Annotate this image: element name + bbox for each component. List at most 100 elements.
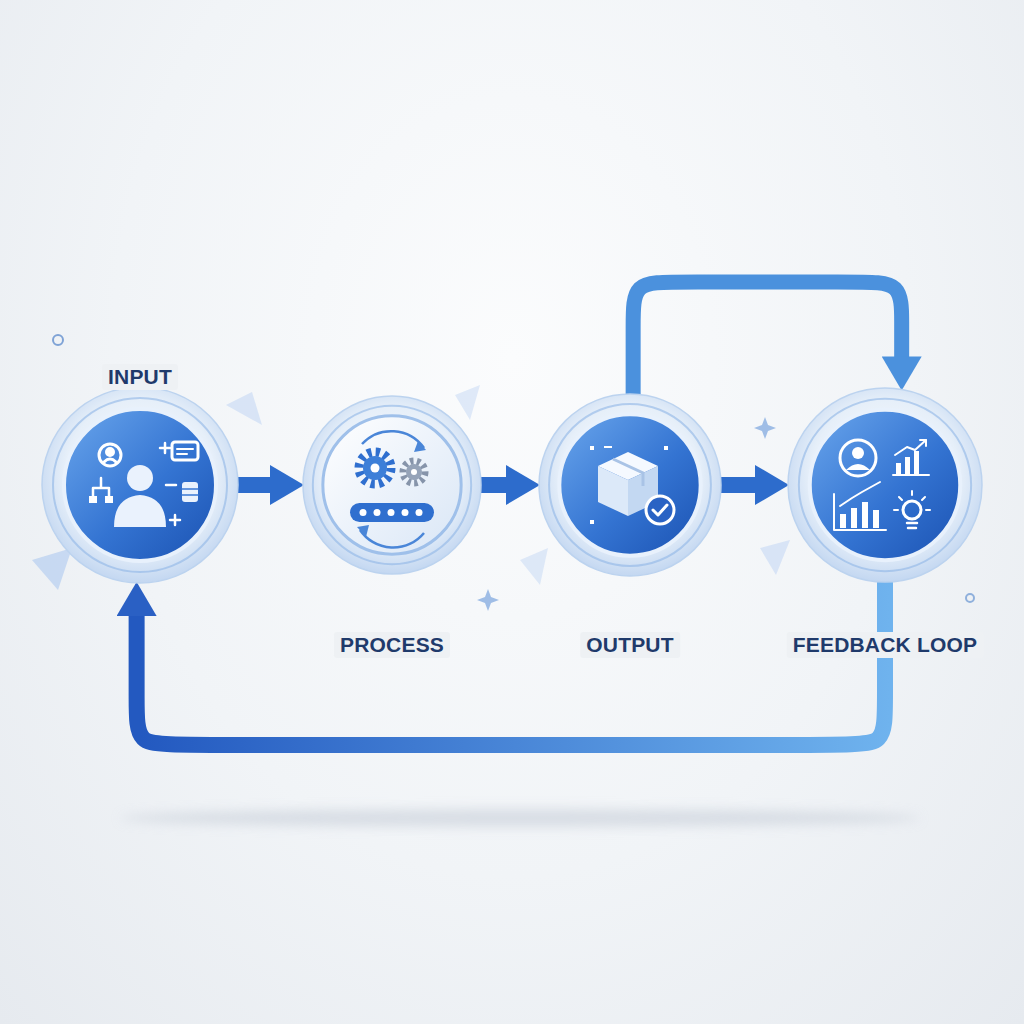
sparkles-part bbox=[477, 589, 499, 611]
circle-outline bbox=[40, 385, 240, 585]
process-icon-part bbox=[403, 461, 425, 483]
process-icon bbox=[350, 431, 434, 547]
feedback-icon-part bbox=[840, 514, 846, 528]
process-icon-part bbox=[359, 452, 391, 484]
step-circle: OUTPUT bbox=[537, 392, 723, 578]
flow-arrow bbox=[633, 282, 902, 395]
step-label: OUTPUT bbox=[580, 632, 680, 658]
output-icon-part bbox=[653, 505, 667, 515]
feedback-icon bbox=[834, 440, 930, 530]
feedback-icon-part bbox=[873, 510, 879, 528]
process-icon-part bbox=[411, 469, 417, 475]
process-icon-part bbox=[414, 441, 426, 452]
feedback-icon-part bbox=[862, 502, 868, 528]
output-icon-part bbox=[598, 452, 658, 480]
feedback-icon-part bbox=[852, 447, 864, 459]
output-icon-part-part bbox=[604, 446, 612, 448]
circle-outline bbox=[537, 392, 723, 578]
output-icon-part bbox=[613, 459, 643, 486]
flow-arrow bbox=[480, 477, 510, 493]
process-icon-part bbox=[371, 464, 380, 473]
input-icon-part bbox=[177, 449, 193, 454]
feedback-icon-part bbox=[914, 451, 919, 475]
input-icon-part bbox=[160, 443, 170, 453]
feedback-icon-part bbox=[896, 463, 901, 475]
input-icon-part bbox=[89, 496, 97, 503]
glass-shards-part bbox=[455, 385, 480, 420]
glass-shards-part bbox=[32, 548, 72, 590]
circle-fill bbox=[559, 414, 700, 555]
process-icon-part-part bbox=[402, 509, 409, 516]
circle-fill bbox=[323, 416, 461, 554]
process-icon-part bbox=[363, 456, 387, 480]
inner-ring bbox=[313, 406, 471, 564]
input-icon-part bbox=[182, 489, 198, 495]
inner-ring bbox=[53, 398, 227, 572]
output-icon-part-part bbox=[590, 446, 594, 450]
circle-outline bbox=[786, 386, 984, 584]
process-icon-part bbox=[362, 431, 424, 448]
output-icon-part bbox=[590, 446, 668, 524]
feedback-icon-part bbox=[846, 464, 870, 470]
flow-arrow bbox=[137, 581, 885, 745]
step-circle: FEEDBACK LOOP bbox=[786, 386, 984, 584]
process-icon-part bbox=[357, 525, 369, 537]
output-icon-part bbox=[628, 466, 658, 516]
feedback-icon-part bbox=[920, 440, 926, 446]
input-icon-part bbox=[114, 495, 166, 527]
outer-ring bbox=[788, 388, 982, 582]
process-icon-part-part bbox=[388, 509, 395, 516]
feedback-icon-part bbox=[907, 523, 917, 528]
feedback-icon-part bbox=[851, 508, 857, 528]
feedback-icon-part bbox=[834, 494, 886, 530]
sparkles-part bbox=[53, 335, 63, 345]
inner-ring bbox=[799, 399, 971, 571]
sparkles-part bbox=[754, 417, 776, 439]
circle-outline bbox=[301, 394, 483, 576]
process-icon-part-part bbox=[360, 509, 367, 516]
step-label: INPUT bbox=[102, 364, 178, 390]
input-icon-part bbox=[105, 496, 113, 503]
process-icon-part bbox=[360, 509, 423, 516]
outer-ring bbox=[539, 394, 721, 576]
feedback-icon-part bbox=[894, 491, 930, 510]
glass-shards-part bbox=[226, 392, 262, 425]
input-icon-part bbox=[170, 515, 180, 525]
process-icon-part bbox=[350, 503, 434, 522]
flow-arrow bbox=[237, 477, 274, 493]
feedback-icon-part bbox=[840, 482, 880, 506]
process-icon-part-part bbox=[416, 509, 423, 516]
feedback-icon-part bbox=[905, 457, 910, 475]
output-icon bbox=[590, 446, 674, 524]
feedback-icon-part bbox=[903, 501, 921, 519]
sparkles bbox=[53, 335, 974, 611]
input-icon-part bbox=[172, 442, 198, 460]
floor-shadow bbox=[120, 809, 920, 827]
process-icon-part-part bbox=[374, 509, 381, 516]
flow-arrow bbox=[720, 477, 759, 493]
floor-shadow-part bbox=[120, 809, 920, 827]
sparkles-part bbox=[966, 594, 974, 602]
feedback-icon-part bbox=[895, 440, 926, 455]
step-circle: INPUT bbox=[40, 385, 240, 585]
circle-fill bbox=[810, 410, 960, 560]
input-icon-part bbox=[127, 465, 153, 491]
outer-ring bbox=[42, 387, 238, 583]
feedback-icon-part bbox=[840, 440, 876, 476]
input-icon-part bbox=[93, 478, 109, 496]
glass-shards-part bbox=[520, 548, 548, 585]
step-label: FEEDBACK LOOP bbox=[787, 632, 984, 658]
glass-shards bbox=[32, 385, 790, 590]
output-icon-part bbox=[646, 496, 674, 524]
input-icon-part bbox=[104, 459, 116, 462]
output-icon-part-part bbox=[664, 446, 668, 450]
circle-fill bbox=[64, 409, 216, 561]
inner-ring bbox=[549, 404, 711, 566]
feedback-icon-part bbox=[893, 474, 929, 476]
step-label: PROCESS bbox=[334, 632, 450, 658]
glass-shards-part bbox=[760, 540, 790, 575]
output-icon-part-part bbox=[590, 520, 594, 524]
output-icon-part bbox=[598, 466, 628, 516]
input-icon-part bbox=[107, 449, 114, 456]
